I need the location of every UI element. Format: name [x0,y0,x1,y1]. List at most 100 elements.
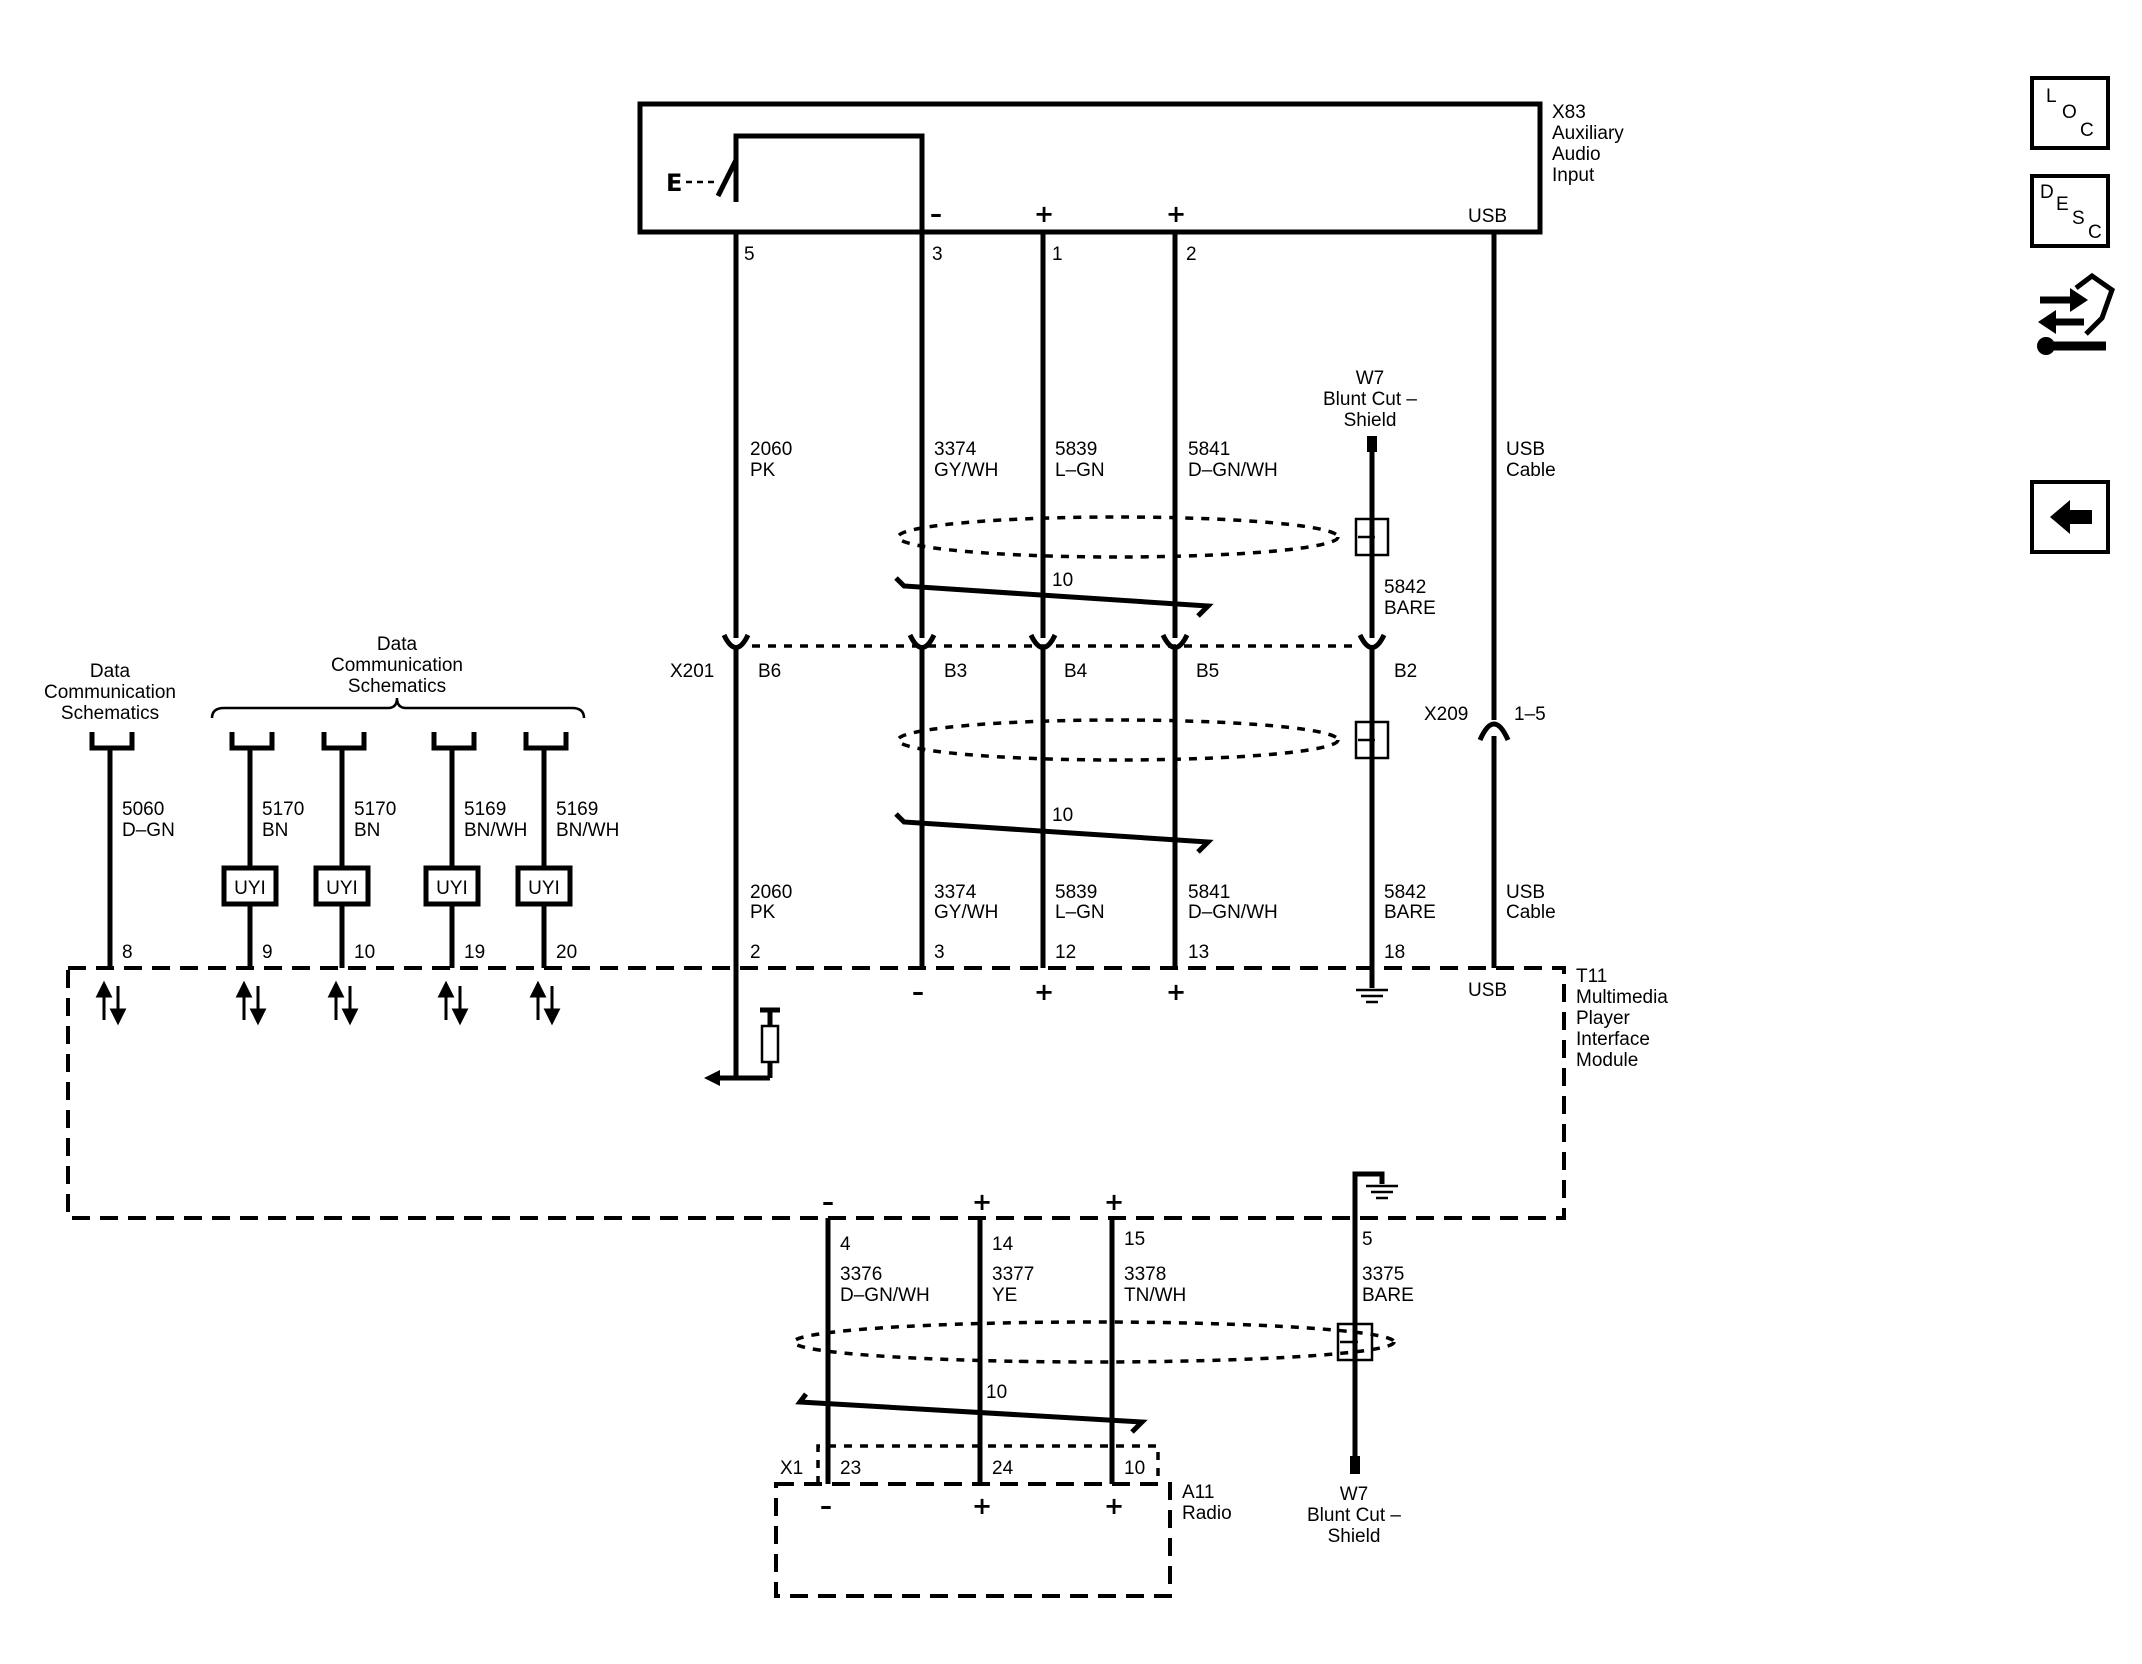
w7-top-id: W7 [1356,368,1385,389]
x209-id: X209 [1424,704,1468,725]
uyi-box-3: UYI [436,878,468,899]
data-wire-5-color: BN/WH [556,820,619,841]
w7-top-line2: Shield [1344,410,1397,431]
desc-button[interactable]: D E S C [2030,174,2110,248]
t11-box [66,966,1566,1220]
uyi-box-1: UYI [234,878,266,899]
upper-shield [896,515,1390,559]
connector-diagnostic-icon[interactable] [2037,272,2115,355]
a11-pin-23: 23 [840,1458,861,1479]
lower-wire-labels: 2060 PK 3374 GY/WH 5839 L–GN 5841 D–GN/W… [750,882,1556,923]
upper-wire-labels: 2060 PK 3374 GY/WH 5839 L–GN 5841 D–GN/W… [750,439,1556,619]
upper-wire-1-color: PK [750,460,776,481]
x83-id: X83 [1552,102,1586,123]
x201-pin-b5: B5 [1196,661,1219,682]
t11-bottom-polarity-minus: – [822,1188,834,1216]
t11-line4: Module [1576,1050,1638,1071]
x83-polarity-plus-1: + [1034,200,1054,228]
x83-usb-label: USB [1468,206,1507,227]
data-wire-1-color: D–GN [122,820,175,841]
upper-wire-4-color: D–GN/WH [1188,460,1278,481]
lower-wire-6-circuit: USB [1506,882,1545,903]
t11-pin-10: 10 [354,942,375,963]
a11-box [774,1482,1172,1598]
a11-name: Radio [1182,1503,1232,1524]
x83-polarity-minus: – [930,200,942,228]
w7-top-line1: Blunt Cut – [1323,389,1417,410]
back-button[interactable] [2030,480,2110,554]
lower-twist-label: 10 [1052,805,1073,826]
dcs-single-line3: Schematics [61,703,159,724]
radio-twist-label: 10 [986,1382,1007,1403]
x83-box [637,101,1543,235]
a11-connector: X1 [780,1458,803,1479]
dcs-group-line3: Schematics [348,676,446,697]
ground-icon-top [1356,982,1388,1004]
t11-pin-12: 12 [1055,942,1076,963]
x83-pin-5: 5 [744,244,755,265]
lower-wire-2-color: GY/WH [934,902,998,923]
upper-wire-5-color: BARE [1384,598,1436,619]
lower-wire-1-circuit: 2060 [750,882,792,903]
x201-pin-b4: B4 [1064,661,1088,682]
t11-pin-3: 3 [934,942,945,963]
desc-letter-c: C [2088,222,2102,243]
lower-wire-2-circuit: 3374 [934,882,977,903]
desc-letter-s: S [2072,208,2085,229]
upper-wire-3-color: L–GN [1055,460,1105,481]
t11-pin-2: 2 [750,942,761,963]
w7-bottom-id: W7 [1340,1484,1369,1505]
upper-wire-3-circuit: 5839 [1055,439,1097,460]
t11-polarity-minus: – [912,978,924,1006]
lower-wire-3-color: L–GN [1055,902,1105,923]
x209-connector: X209 1–5 [1424,704,1546,742]
radio-wire-1-color: D–GN/WH [840,1285,930,1306]
data-wire-2-circuit: 5170 [262,799,304,820]
x83-pin-1: 1 [1052,244,1063,265]
a11-polarity-plus-2: + [1104,1492,1124,1520]
upper-wire-6-circuit: USB [1506,439,1545,460]
t11-bottom-polarity-plus-2: + [1104,1188,1124,1216]
a11-id: A11 [1182,1482,1214,1503]
t11-pin-13: 13 [1188,942,1209,963]
t11-polarity-plus-2: + [1166,978,1186,1006]
a11-polarity-minus: – [820,1492,832,1520]
loc-letter-o: O [2062,102,2077,123]
x201-connector: X201 B6 B3 B4 B5 B2 [670,633,1417,682]
radio-wire-2-circuit: 3377 [992,1264,1034,1285]
w7-bottom-line2: Shield [1328,1526,1381,1547]
data-wire-2-color: BN [262,820,288,841]
x83-component: X83 Auxiliary Audio Input USB E – + + 5 … [637,101,1624,265]
loc-button[interactable]: L O C [2030,76,2110,150]
x83-line2: Audio [1552,144,1601,165]
t11-id: T11 [1576,966,1607,987]
lower-wire-6-color: Cable [1506,902,1556,923]
upper-wire-6-color: Cable [1506,460,1556,481]
uyi-box-4: UYI [528,878,560,899]
x201-pin-b2: B2 [1394,661,1417,682]
x83-polarity-plus-2: + [1166,200,1186,228]
lower-twist [894,812,1214,854]
desc-letter-e: E [2056,194,2069,215]
x209-pins: 1–5 [1514,704,1546,725]
t11-line1: Multimedia [1576,987,1668,1008]
t11-pin-15: 15 [1124,1229,1145,1250]
loc-letter-l: L [2046,86,2057,107]
lower-wire-3-circuit: 5839 [1055,882,1097,903]
x83-line1: Auxiliary [1552,123,1624,144]
radio-wire-2-color: YE [992,1285,1017,1306]
t11-internal-resistor [704,1007,780,1086]
t11-pin-18: 18 [1384,942,1405,963]
x201-pin-b6: B6 [758,661,781,682]
radio-wire-4-color: BARE [1362,1285,1414,1306]
radio-wire-1-circuit: 3376 [840,1264,882,1285]
x83-switch-label: E [666,169,682,197]
a11-radio: X1 23 24 10 – + + A11 Radio [774,1444,1232,1598]
data-wire-1-circuit: 5060 [122,799,164,820]
data-wire-4-circuit: 5169 [464,799,506,820]
upper-wire-4-circuit: 5841 [1188,439,1230,460]
upper-twist [894,576,1214,618]
uyi-box-2: UYI [326,878,358,899]
lower-wire-5-circuit: 5842 [1384,882,1426,903]
t11-pin-5: 5 [1362,1229,1373,1250]
